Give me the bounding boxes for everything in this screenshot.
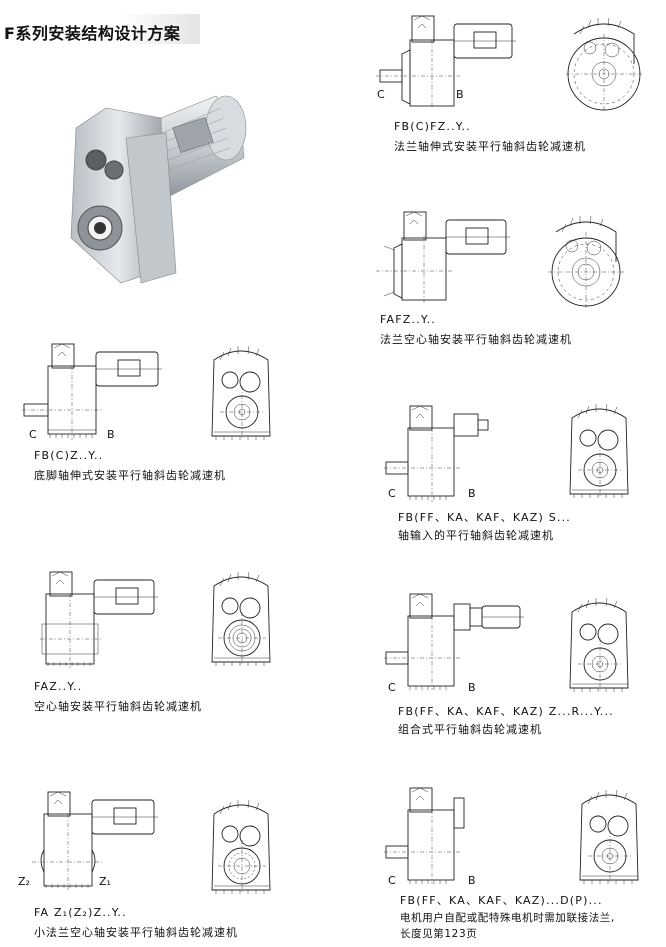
code-small-flange-hollow: FA Z₁(Z₂)Z..Y.. [34,906,127,919]
desc-custom-motor-page-ref: 长度见第123页 [400,928,478,940]
label-b: B [468,487,476,500]
side-view-foot-shaft [22,343,162,440]
label-b: B [468,681,476,694]
label-c: C [29,428,37,441]
code-combined: FB(FF、KA、KAF、KAZ) Z...R...Y... [398,705,614,718]
end-view-hollow-shaft [211,571,271,666]
code-custom-motor: FB(FF、KA、KAF、KAZ)...D(P)... [400,894,603,907]
side-view-hollow-shaft [40,571,158,668]
label-c: C [388,487,396,500]
side-view-shaft-input [384,405,489,502]
desc-custom-motor: 电机用户自配或配特殊电机时需加联接法兰, [400,912,615,924]
side-view-combined [384,593,524,690]
end-view-shaft-input [569,403,629,498]
end-view-custom-motor [579,789,639,884]
page-title: F系列安装结构设计方案 [4,24,181,43]
code-hollow-shaft: FAZ..Y.. [34,680,83,693]
desc-flange-shaft: 法兰轴伸式安装平行轴斜齿轮减速机 [394,140,586,153]
code-flange-shaft: FB(C)FZ..Y.. [394,120,471,133]
label-c: C [388,681,396,694]
code-foot-shaft: FB(C)Z..Y.. [34,449,104,462]
label-b: B [468,874,476,887]
side-view-flange-shaft [376,15,516,108]
label-c: C [377,88,385,101]
desc-combined: 组合式平行轴斜齿轮减速机 [398,723,542,736]
label-z2: Z₂ [18,875,30,888]
desc-hollow-shaft: 空心轴安装平行轴斜齿轮减速机 [34,700,202,713]
label-b: B [456,88,464,101]
desc-shaft-input: 轴输入的平行轴斜齿轮减速机 [398,529,554,542]
label-c: C [388,874,396,887]
label-z1: Z₁ [99,875,111,888]
code-shaft-input: FB(FF、KA、KAF、KAZ) S... [398,511,571,524]
desc-flange-hollow: 法兰空心轴安装平行轴斜齿轮减速机 [380,333,572,346]
end-view-flange-shaft [566,17,642,112]
end-view-foot-shaft [211,345,271,440]
desc-small-flange-hollow: 小法兰空心轴安装平行轴斜齿轮减速机 [34,926,238,939]
desc-foot-shaft: 底脚轴伸式安装平行轴斜齿轮减速机 [34,469,226,482]
end-view-small-flange-hollow [211,799,271,894]
label-b: B [107,428,115,441]
side-view-small-flange-hollow [32,791,158,892]
side-view-flange-hollow [376,211,510,304]
end-view-combined [569,597,629,692]
gear-reducer-photo [70,95,247,284]
code-flange-hollow: FAFZ..Y.. [380,313,436,326]
side-view-custom-motor [384,787,465,884]
title-bar [0,14,200,44]
end-view-flange-hollow [548,215,624,310]
